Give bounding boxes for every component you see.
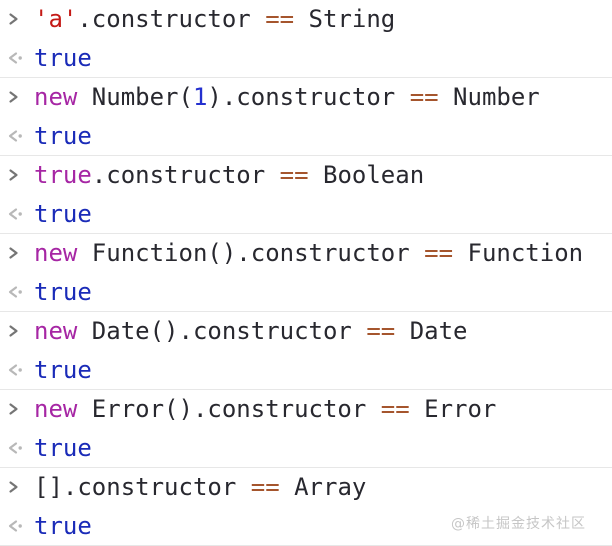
console-input-expression: new Function().constructor == Function — [34, 241, 583, 265]
console-input-row: new Function().constructor == Function — [0, 234, 612, 273]
code-token-plain: Date().constructor — [91, 317, 367, 346]
console-prompt-icon — [0, 168, 34, 182]
code-token-plain: Number — [438, 83, 540, 112]
console-input-expression: new Date().constructor == Date — [34, 319, 468, 343]
console-entry: new Date().constructor == Date true — [0, 312, 612, 390]
code-token-plain: Boolean — [308, 161, 425, 190]
code-token-plain: .constructor — [91, 161, 280, 190]
code-token-keyword: new — [34, 239, 92, 268]
console-input-expression: new Error().constructor == Error — [34, 397, 496, 421]
return-value-icon — [0, 363, 34, 377]
console-prompt-icon — [0, 90, 34, 104]
code-token-operator: == — [265, 5, 295, 34]
code-token-plain: Number( — [91, 83, 193, 112]
console-prompt-icon — [0, 246, 34, 260]
console-prompt-icon — [0, 324, 34, 338]
console-prompt-icon — [0, 480, 34, 494]
console-input-expression: true.constructor == Boolean — [34, 163, 424, 187]
result-value: true — [34, 433, 92, 462]
console-result-row: true — [0, 273, 612, 312]
console-entry: new Number(1).constructor == Number true — [0, 78, 612, 156]
result-value: true — [34, 199, 92, 228]
code-token-plain: Error — [409, 395, 497, 424]
code-token-string: 'a' — [34, 5, 78, 34]
console-prompt-icon — [0, 12, 34, 26]
code-token-plain: [].constructor — [34, 473, 251, 502]
code-token-keyword: new — [34, 83, 92, 112]
code-token-operator: == — [279, 161, 309, 190]
watermark: @稀土掘金技术社区 — [451, 516, 586, 532]
code-token-keyword: new — [34, 395, 92, 424]
console-result-row: true — [0, 507, 612, 546]
code-token-plain: Function — [453, 239, 584, 268]
result-value: true — [34, 355, 92, 384]
code-token-operator: == — [250, 473, 280, 502]
code-token-operator: == — [380, 395, 410, 424]
result-value: true — [34, 511, 92, 540]
console-input-row: [].constructor == Array — [0, 468, 612, 507]
console-input-expression: [].constructor == Array — [34, 475, 366, 499]
code-token-operator: == — [366, 317, 396, 346]
code-token-plain: ).constructor — [207, 83, 410, 112]
console-entry: 'a'.constructor == String true — [0, 0, 612, 78]
console-prompt-icon — [0, 402, 34, 416]
code-token-operator: == — [424, 239, 454, 268]
console-input-row: new Number(1).constructor == Number — [0, 78, 612, 117]
code-token-keyword: true — [34, 161, 92, 190]
console-input-row: new Error().constructor == Error — [0, 390, 612, 429]
console-input-expression: 'a'.constructor == String — [34, 7, 395, 31]
console-entry: new Function().constructor == Function tr… — [0, 234, 612, 312]
result-value: true — [34, 43, 92, 72]
code-token-plain: Date — [395, 317, 468, 346]
code-token-operator: == — [409, 83, 439, 112]
result-value: true — [34, 277, 92, 306]
console-entry: new Error().constructor == Error true — [0, 390, 612, 468]
console-result-row: true — [0, 39, 612, 78]
result-value: true — [34, 121, 92, 150]
code-token-plain: Error().constructor — [91, 395, 381, 424]
code-token-plain: Function().constructor — [91, 239, 425, 268]
console-result-row: true — [0, 117, 612, 156]
console-entry: [].constructor == Array true — [0, 468, 612, 546]
console-result-row: true — [0, 195, 612, 234]
return-value-icon — [0, 129, 34, 143]
console-input-expression: new Number(1).constructor == Number — [34, 85, 540, 109]
console-input-row: new Date().constructor == Date — [0, 312, 612, 351]
console-input-row: true.constructor == Boolean — [0, 156, 612, 195]
return-value-icon — [0, 441, 34, 455]
code-token-plain: Array — [279, 473, 367, 502]
return-value-icon — [0, 519, 34, 533]
code-token-number: 1 — [192, 83, 208, 112]
console-input-row: 'a'.constructor == String — [0, 0, 612, 39]
return-value-icon — [0, 51, 34, 65]
code-token-plain: .constructor — [77, 5, 266, 34]
console-result-row: true — [0, 429, 612, 468]
return-value-icon — [0, 207, 34, 221]
code-token-plain: String — [294, 5, 396, 34]
console-result-row: true — [0, 351, 612, 390]
code-token-keyword: new — [34, 317, 92, 346]
return-value-icon — [0, 285, 34, 299]
